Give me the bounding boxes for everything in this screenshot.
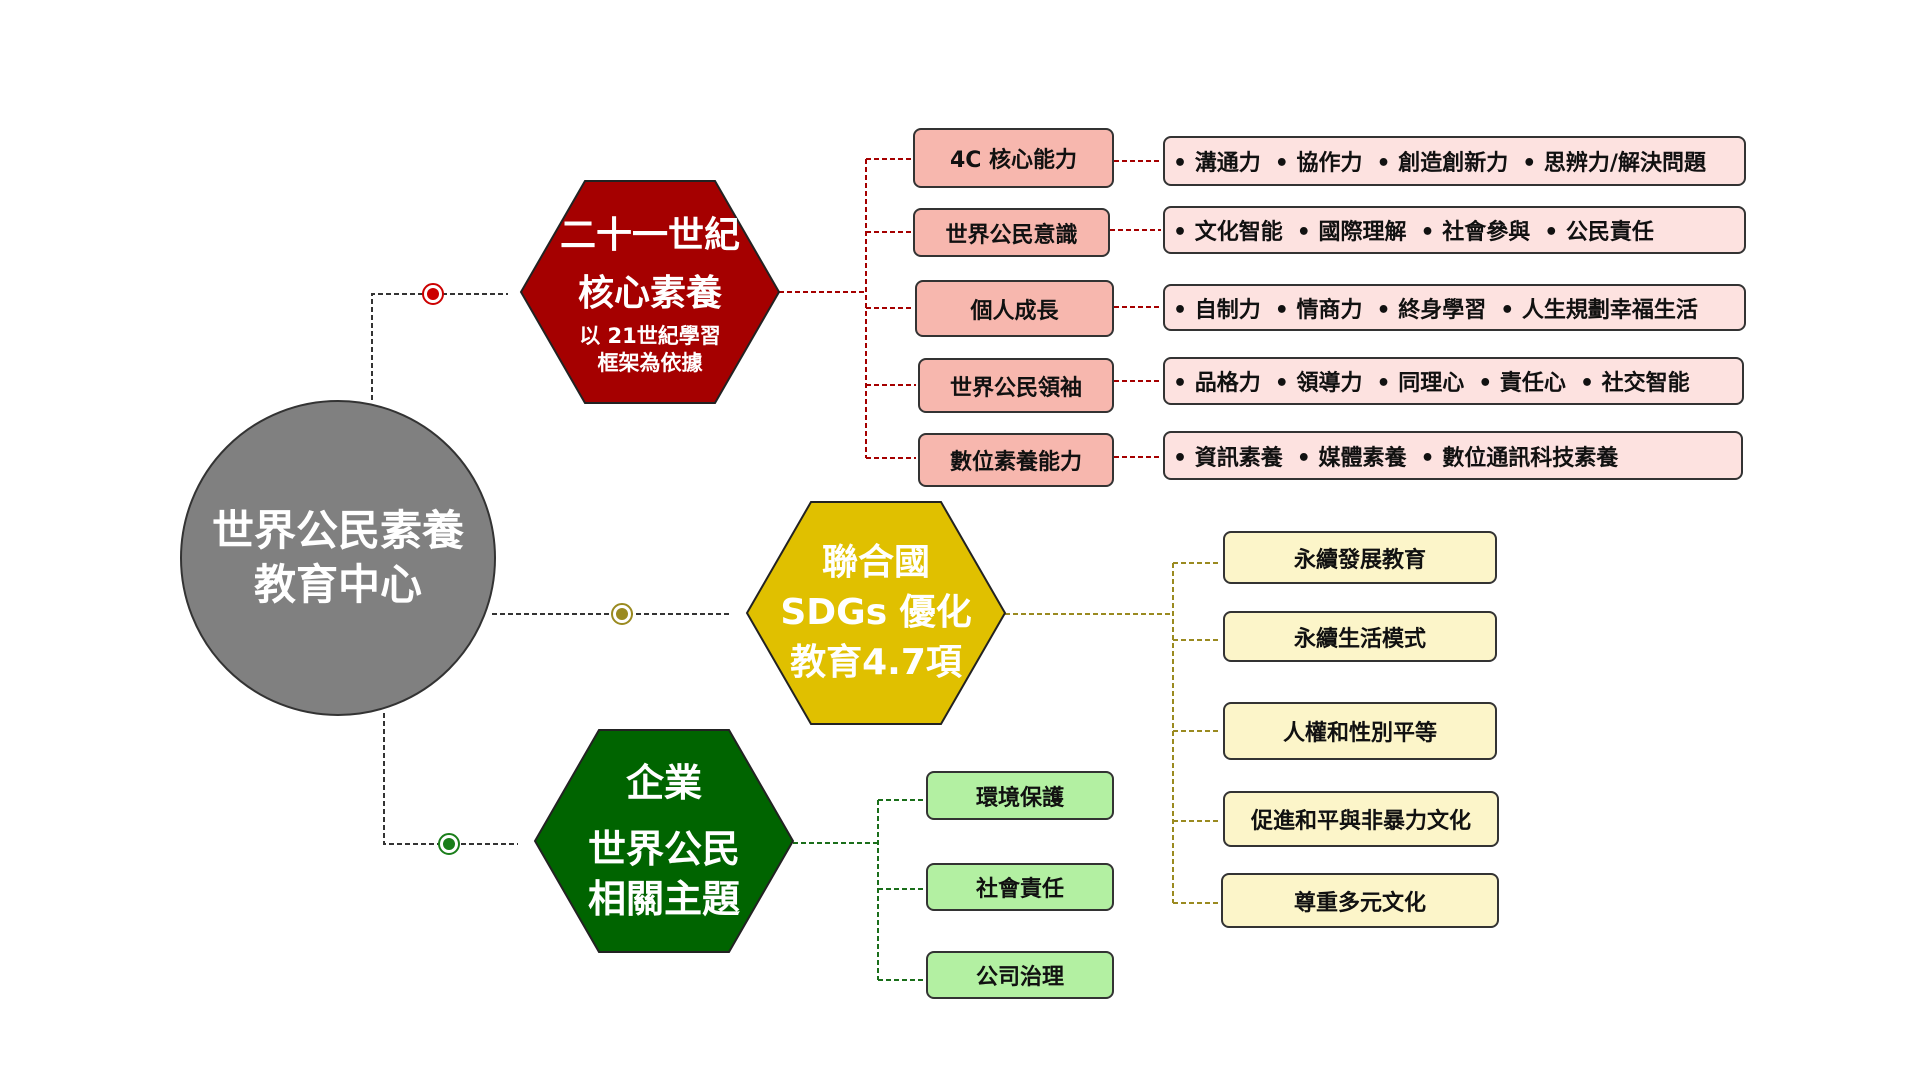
sdgs-item: 永續發展教育 (1223, 531, 1497, 584)
detail: • 領導力 (1274, 371, 1363, 396)
sdgs-tree-connectors (1005, 562, 1221, 904)
detail: • 公民責任 (1544, 220, 1654, 245)
core-details-4c: • 溝通力 • 協作力 • 創造創新力 • 思辨力/解決問題 (1163, 136, 1746, 186)
core-hexagon (519, 180, 781, 404)
sdgs-item: 促進和平與非暴力文化 (1223, 791, 1499, 847)
core-title1: 二十一世紀 (559, 215, 740, 256)
sdgs-title2: SDGs 優化 (780, 592, 972, 633)
detail: • 協作力 (1274, 151, 1363, 176)
detail: • 溝通力 (1173, 151, 1261, 176)
sdgs-item: 永續生活模式 (1223, 611, 1497, 662)
enterprise-title2: 世界公民 (587, 827, 740, 871)
enterprise-hexagon (533, 729, 795, 953)
detail: • 資訊素養 (1173, 445, 1283, 471)
detail: • 責任心 (1478, 371, 1566, 396)
connector-center-enterprise (383, 713, 518, 845)
detail: • 數位通訊科技素養 (1420, 445, 1619, 471)
detail: • 自制力 (1173, 297, 1261, 323)
sdgs-hex-label: 聯合國 SDGs 優化 教育4.7項 (747, 502, 1005, 724)
detail: • 社交智能 (1579, 371, 1690, 396)
core-hex-label: 二十一世紀 核心素養 以 21世紀學習 框架為依據 (521, 181, 779, 403)
core-title2: 核心素養 (577, 273, 722, 314)
enterprise-hex-label: 企業 世界公民 相關主題 (535, 730, 793, 952)
enterprise-item: 環境保護 (926, 771, 1114, 820)
enterprise-title3: 相關主題 (587, 877, 740, 921)
enterprise-title1: 企業 (625, 761, 702, 805)
detail: • 人生規劃幸福生活 (1500, 297, 1698, 323)
detail: • 社會參與 (1420, 220, 1531, 245)
detail: • 國際理解 (1296, 220, 1407, 245)
sdgs-title1: 聯合國 (821, 542, 930, 583)
sdgs-item: 尊重多元文化 (1221, 873, 1499, 928)
core-item-awareness: 世界公民意識 (913, 208, 1110, 257)
detail: • 文化智能 (1173, 220, 1283, 245)
center-title-line2: 教育中心 (253, 560, 422, 609)
center-title-line1: 世界公民素養 (211, 506, 464, 555)
core-item-4c: 4C 核心能力 (913, 128, 1114, 188)
core-sub2: 框架為依據 (597, 351, 703, 375)
core-details-digital: • 資訊素養 • 媒體素養 • 數位通訊科技素養 (1163, 431, 1743, 480)
core-details-awareness: • 文化智能 • 國際理解 • 社會參與 • 公民責任 (1163, 206, 1746, 254)
core-tree-connectors (779, 158, 1161, 459)
detail: • 媒體素養 (1296, 445, 1407, 471)
detail: • 同理心 (1376, 371, 1465, 396)
detail: • 品格力 (1173, 371, 1261, 396)
detail: • 情商力 (1274, 297, 1363, 323)
core-details-growth: • 自制力 • 情商力 • 終身學習 • 人生規劃幸福生活 (1163, 284, 1746, 331)
connector-center-core (371, 293, 508, 400)
core-item-digital: 數位素養能力 (918, 433, 1114, 487)
detail: • 創造創新力 (1376, 151, 1509, 176)
sdgs-title3: 教育4.7項 (790, 642, 962, 683)
detail: • 終身學習 (1376, 297, 1487, 323)
core-item-growth: 個人成長 (915, 280, 1114, 337)
detail: • 思辨力/解決問題 (1522, 151, 1706, 176)
sdgs-hexagon (745, 501, 1007, 725)
core-item-leader: 世界公民領袖 (918, 358, 1114, 413)
core-sub1: 以 21世紀學習 (579, 324, 721, 348)
core-details-leader: • 品格力 • 領導力 • 同理心 • 責任心 • 社交智能 (1163, 357, 1744, 405)
sdgs-item: 人權和性別平等 (1223, 702, 1497, 760)
center-node: 世界公民素養 教育中心 (180, 400, 496, 716)
enterprise-tree-connectors (793, 799, 924, 981)
enterprise-item: 公司治理 (926, 951, 1114, 999)
enterprise-item: 社會責任 (926, 863, 1114, 911)
